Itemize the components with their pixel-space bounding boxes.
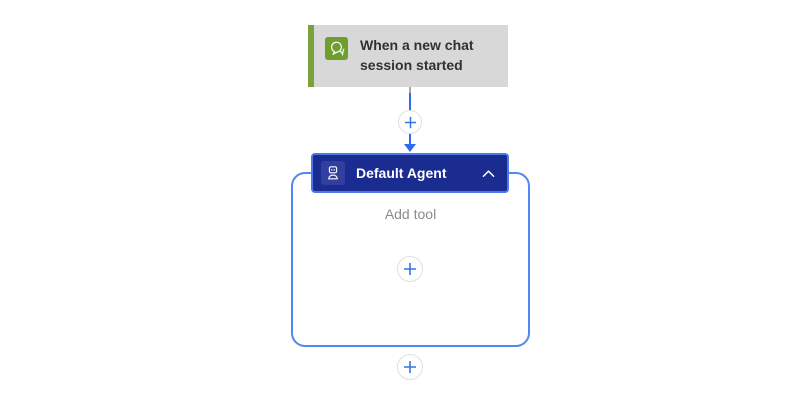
collapse-agent-button[interactable] — [480, 167, 497, 180]
insert-step-button[interactable] — [398, 110, 422, 134]
bot-icon — [321, 161, 345, 185]
chat-bubbles-icon — [325, 37, 348, 60]
plus-icon — [404, 263, 416, 275]
plus-icon — [404, 116, 416, 128]
plus-icon — [404, 361, 416, 373]
chevron-up-icon — [482, 169, 495, 177]
connector-stub — [409, 87, 411, 94]
agent-title: Default Agent — [356, 165, 447, 181]
trigger-card[interactable]: When a new chat session started — [308, 25, 508, 87]
add-tool-label: Add tool — [384, 206, 437, 222]
agent-header[interactable]: Default Agent — [311, 153, 509, 193]
add-tool-button[interactable] — [397, 256, 423, 282]
trigger-title: When a new chat session started — [360, 37, 474, 73]
connector-arrowhead-icon — [404, 144, 416, 152]
add-action-button[interactable] — [397, 354, 423, 380]
